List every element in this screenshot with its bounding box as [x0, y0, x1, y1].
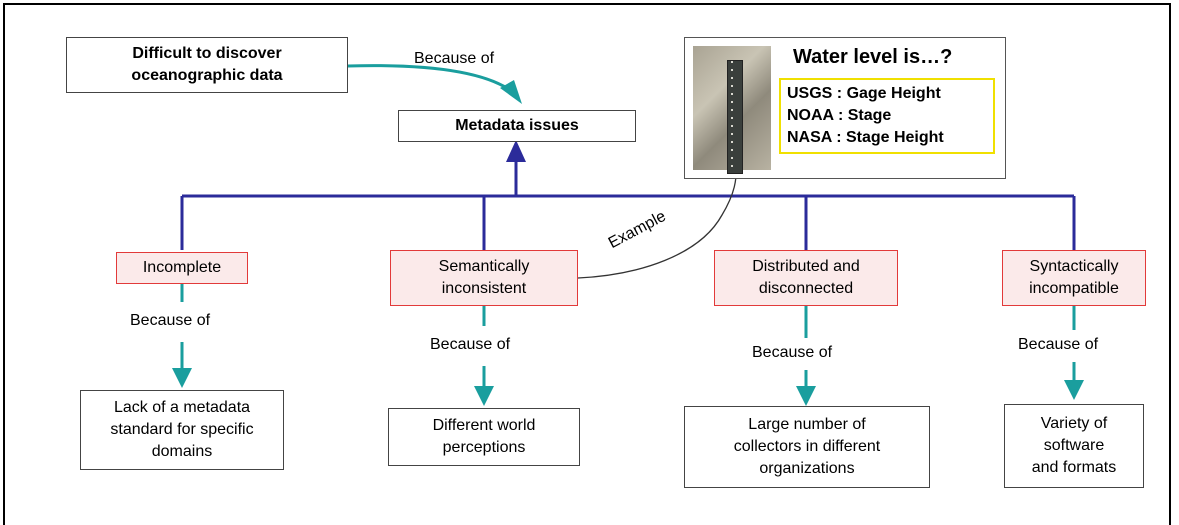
term-noaa: NOAA : Stage: [787, 107, 892, 124]
relation-label-2: Because of: [430, 336, 511, 353]
issue-incomplete-label: Incomplete: [142, 259, 222, 276]
top-connector: [347, 64, 511, 92]
example-panel: Water level is…? USGS : Gage Height NOAA…: [684, 37, 1006, 179]
issue-distributed: Distributed and disconnected: [714, 250, 898, 306]
top-relation-label: Because of: [414, 50, 495, 67]
cause-semantic: Different world perceptions: [388, 408, 580, 466]
root-text: Metadata issues: [455, 117, 579, 134]
cause-syntactic-line1: Variety of: [1040, 415, 1108, 432]
cause-syntactic-line2: software: [1043, 437, 1105, 454]
problem-text: Difficult to discover oceanographic data: [131, 45, 283, 84]
cause-syntactic-line3: and formats: [1031, 459, 1117, 476]
cause-syntactic: Variety of software and formats: [1004, 404, 1144, 488]
cause-semantic-line2: perceptions: [442, 439, 526, 456]
relation-label-4: Because of: [1018, 336, 1099, 353]
cause-distributed-line3: organizations: [759, 460, 855, 477]
cause-distributed-line1: Large number of: [748, 416, 866, 433]
issue-syntactic: Syntactically incompatible: [1002, 250, 1146, 306]
issue-distributed-line1: Distributed and: [752, 258, 860, 275]
term-nasa: NASA : Stage Height: [787, 129, 944, 146]
cause-distributed: Large number of collectors in different …: [684, 406, 930, 488]
example-title: Water level is…?: [793, 46, 953, 68]
term-usgs: USGS : Gage Height: [787, 85, 941, 102]
connectors: [172, 64, 1084, 406]
tree-arrowhead: [506, 140, 526, 162]
root-box: Metadata issues: [398, 110, 636, 142]
issue-syntactic-line1: Syntactically: [1029, 258, 1119, 275]
staff-gauge-icon: [727, 60, 743, 174]
relation-label-1: Because of: [130, 312, 211, 329]
cause-semantic-line1: Different world: [432, 417, 536, 434]
cause-distributed-line2: collectors in different: [733, 438, 881, 455]
issue-semantic-line1: Semantically: [438, 258, 530, 275]
issue-semantic-line2: inconsistent: [441, 280, 527, 297]
cause-incomplete-line1: Lack of a metadata: [113, 399, 251, 416]
problem-box: Difficult to discover oceanographic data: [66, 37, 348, 93]
diagram-frame: [3, 3, 1171, 525]
issue-distributed-line2: disconnected: [758, 280, 854, 297]
example-curve: [577, 155, 738, 279]
issue-syntactic-line2: incompatible: [1029, 280, 1119, 297]
cause-incomplete-line3: domains: [151, 443, 213, 460]
issue-semantic: Semantically inconsistent: [390, 250, 578, 306]
cause-incomplete: Lack of a metadata standard for specific…: [80, 390, 284, 470]
cause-incomplete-line2: standard for specific: [110, 421, 254, 438]
terms-box: USGS : Gage Height NOAA : Stage NASA : S…: [779, 78, 995, 154]
top-arrowhead: [500, 80, 522, 104]
relation-label-3: Because of: [752, 344, 833, 361]
water-gauge-photo: [693, 46, 771, 174]
issue-incomplete: Incomplete: [116, 252, 248, 284]
down-connectors: [172, 284, 1084, 406]
